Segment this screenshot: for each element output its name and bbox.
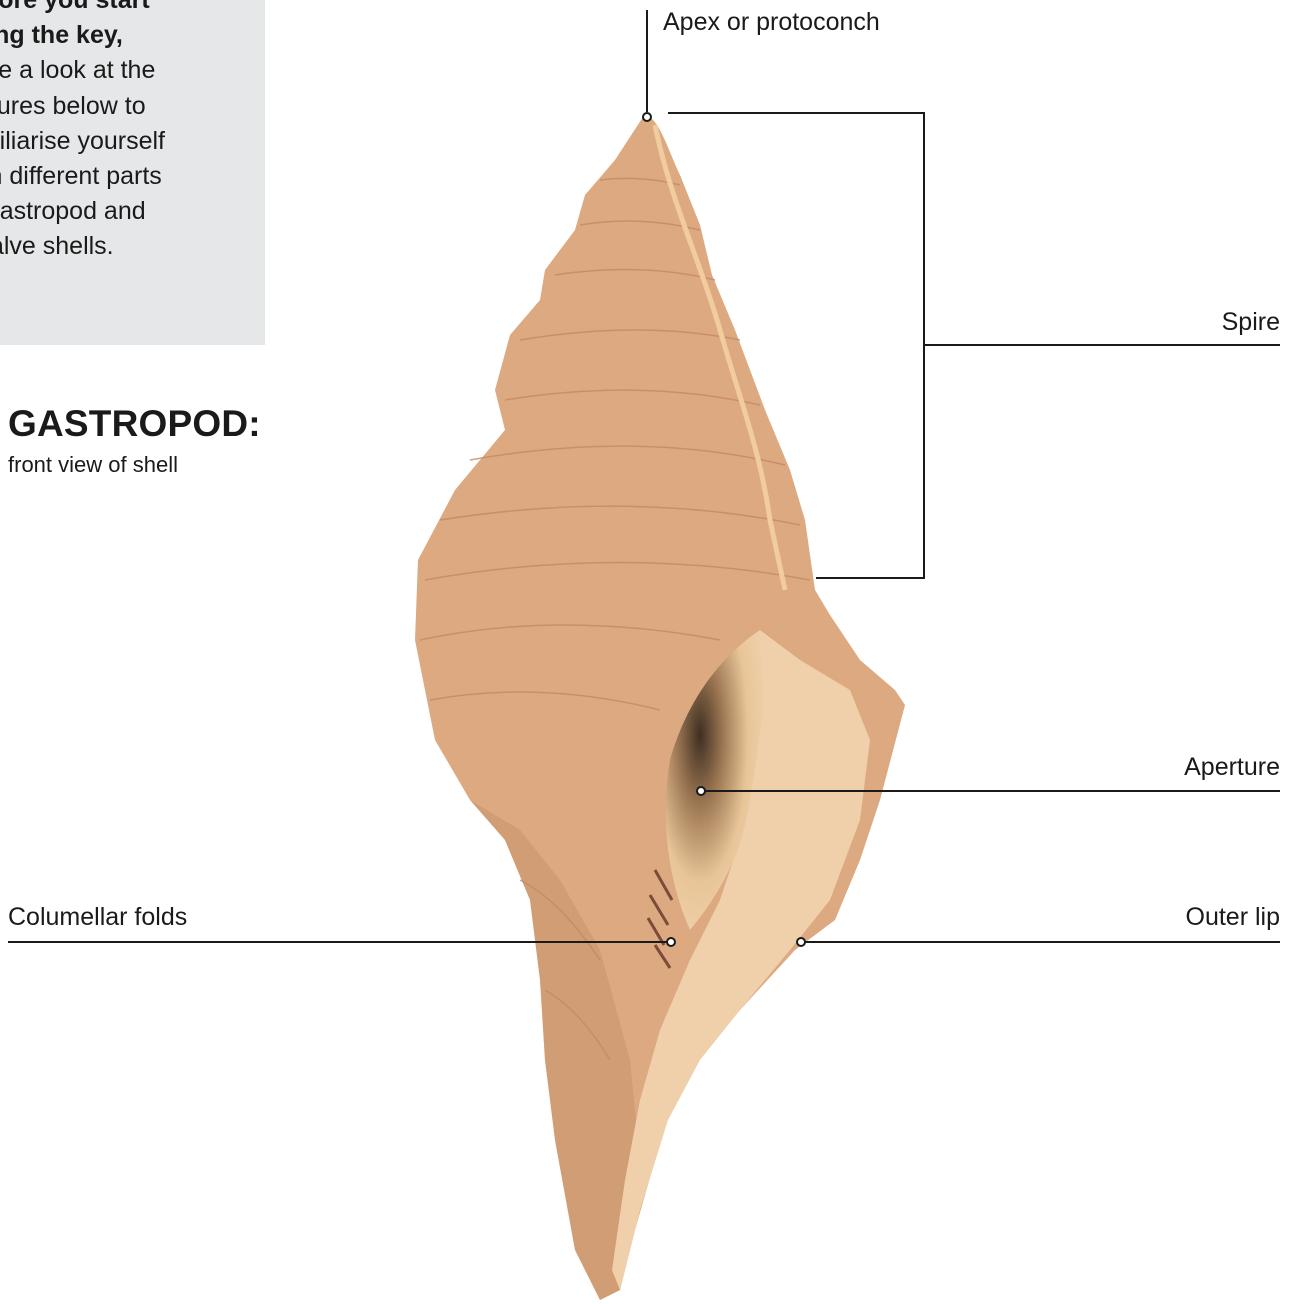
columellar-folds-dot <box>667 938 675 946</box>
aperture-dot <box>697 787 705 795</box>
aperture-label: Aperture <box>1184 753 1280 782</box>
columellar-folds-label: Columellar folds <box>8 903 187 932</box>
outer-lip-label: Outer lip <box>1186 903 1280 932</box>
shell-illustration <box>415 114 905 1300</box>
apex-label: Apex or protoconch <box>663 8 880 37</box>
spire-label: Spire <box>1222 308 1280 337</box>
apex-dot <box>643 113 651 121</box>
outer-lip-dot <box>797 938 805 946</box>
